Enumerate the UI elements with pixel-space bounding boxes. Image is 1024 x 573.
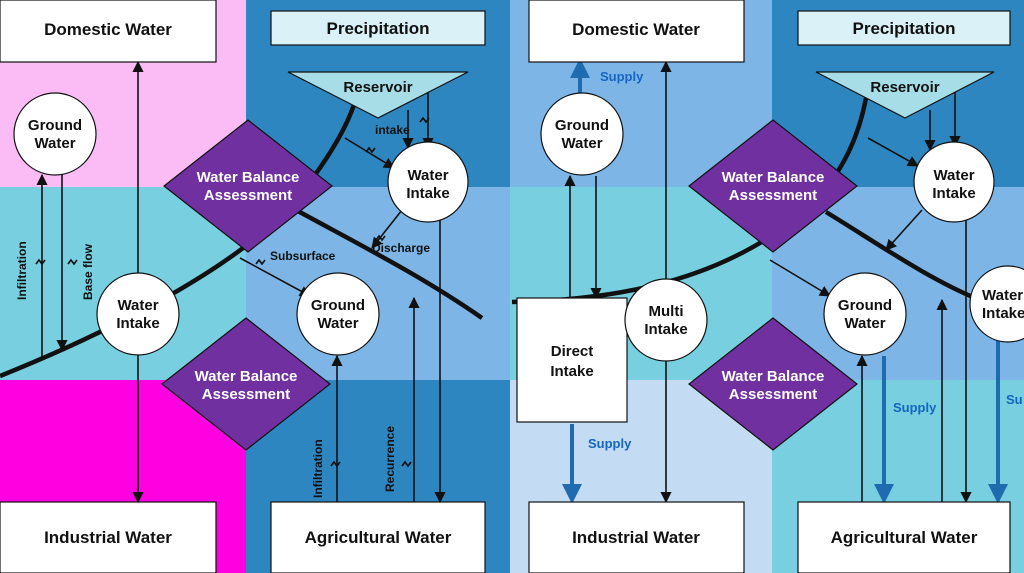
ground-water-node-mid [296, 272, 380, 356]
squiggle-subsurface [255, 258, 266, 266]
ground-water-top-line2: Water [34, 135, 75, 152]
intake-arrow [344, 137, 395, 169]
water-intake-edge-line2: Intake [982, 305, 1024, 322]
industrial-water-box [0, 501, 217, 573]
water-intake-node-right [387, 141, 469, 223]
diamond-to-ground-arrow [769, 259, 831, 297]
ground-water-mid-line1: Ground [311, 297, 365, 314]
water-balance-top-line2: Assessment [204, 187, 292, 204]
direct-intake-line2: Intake [550, 363, 593, 380]
water-intake-right-line1: Water [407, 167, 448, 184]
precipitation-box-right [797, 10, 1011, 46]
supply-label-edge: Su [1006, 392, 1023, 407]
water-balance-top-right-line2: Assessment [729, 187, 817, 204]
water-intake-node-left [96, 272, 180, 356]
water-intake-left-line2: Intake [116, 315, 159, 332]
intake-to-ground-arrow [885, 209, 923, 251]
water-balance-diamond-top [163, 119, 333, 253]
domestic-water-box-right [528, 0, 745, 63]
water-balance-diamond-bottom-right [688, 317, 858, 451]
water-balance-bottom-line1: Water Balance [195, 368, 298, 385]
boundary-curve-right [824, 210, 981, 303]
squiggle-infiltration [35, 258, 46, 266]
infiltration-label-bottom: Infiltration [311, 439, 325, 498]
water-intake-left-line1: Water [117, 297, 158, 314]
infiltration-label-left: Infiltration [15, 241, 29, 300]
intake-arrow-right [867, 137, 919, 167]
domestic-water-box [0, 0, 217, 63]
multi-intake-line1: Multi [649, 303, 684, 320]
water-balance-diamond-top-right [688, 119, 858, 253]
ground-water-mid-right-line2: Water [844, 315, 885, 332]
water-balance-bottom-line2: Assessment [202, 386, 290, 403]
water-balance-diamond-bottom [161, 317, 331, 451]
water-balance-bottom-right-line2: Assessment [729, 386, 817, 403]
ground-water-node-top [13, 92, 97, 176]
squiggle-recurrence [401, 460, 412, 468]
discharge-arrow [371, 209, 403, 249]
ground-water-top-right-line2: Water [561, 135, 602, 152]
water-intake-right-panel-line1: Water [933, 167, 974, 184]
squiggle-infiltration-bottom [330, 460, 341, 468]
agricultural-water-label: Agricultural Water [305, 528, 452, 547]
industrial-water-label: Industrial Water [44, 528, 172, 547]
agricultural-water-label-right: Agricultural Water [831, 528, 978, 547]
multi-intake-node [624, 278, 708, 362]
squiggle-discharge [375, 234, 386, 242]
ground-water-mid-line2: Water [317, 315, 358, 332]
squiggle-intake-2 [365, 146, 376, 154]
reservoir-label: Reservoir [343, 79, 412, 96]
supply-label-domestic: Supply [600, 69, 644, 84]
water-balance-bottom-right-line1: Water Balance [722, 368, 825, 385]
water-intake-node-edge [969, 265, 1024, 343]
ground-water-top-line1: Ground [28, 117, 82, 134]
domestic-water-label: Domestic Water [44, 20, 172, 39]
direct-intake-line1: Direct [551, 343, 594, 360]
boundary-curve-left [294, 208, 484, 320]
squiggle-base-flow [67, 258, 78, 266]
domestic-water-label-right: Domestic Water [572, 20, 700, 39]
agricultural-water-box-right [797, 501, 1011, 573]
squiggle-intake [419, 116, 430, 124]
supply-label-agri: Supply [893, 400, 937, 415]
industrial-water-label-right: Industrial Water [572, 528, 700, 547]
reservoir-triangle [287, 71, 469, 119]
left-panel: Domestic Water Precipitation Reservoir I… [0, 0, 486, 573]
precipitation-box [270, 10, 486, 46]
precipitation-label: Precipitation [327, 19, 430, 38]
direct-intake-box [516, 297, 628, 423]
subsurface-arrow [239, 257, 311, 297]
multi-intake-line2: Intake [644, 321, 687, 338]
water-intake-node-right-panel [913, 141, 995, 223]
water-balance-top-right-line1: Water Balance [722, 169, 825, 186]
recurrence-label: Recurrence [383, 426, 397, 492]
water-intake-right-panel-line2: Intake [932, 185, 975, 202]
industrial-water-box-right [528, 501, 745, 573]
ground-water-mid-right-line1: Ground [838, 297, 892, 314]
supply-label-industrial: Supply [588, 436, 632, 451]
precipitation-label-right: Precipitation [853, 19, 956, 38]
ground-water-top-right-line1: Ground [555, 117, 609, 134]
reservoir-triangle-right [815, 71, 995, 119]
water-intake-edge-line1: Water [982, 287, 1023, 304]
water-intake-right-line2: Intake [406, 185, 449, 202]
right-panel: Domestic Water Precipitation Reservoir D… [511, 0, 1024, 573]
agricultural-water-box [270, 501, 486, 573]
water-balance-top-line1: Water Balance [197, 169, 300, 186]
discharge-label: Discharge [372, 241, 430, 255]
intake-label: intake [375, 123, 410, 137]
base-flow-label: Base flow [81, 243, 95, 300]
subsurface-label: Subsurface [270, 249, 336, 263]
reservoir-label-right: Reservoir [870, 79, 939, 96]
ground-water-node-top-right [540, 92, 624, 176]
ground-water-node-mid-right [823, 272, 907, 356]
